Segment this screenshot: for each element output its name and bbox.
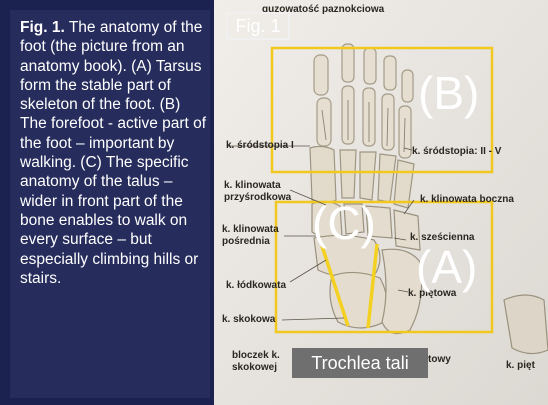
label-srodstopia-2-5: k. śródstopia: II - V	[412, 146, 501, 157]
figure-caption: Fig. 1. The anatomy of the foot (the pic…	[20, 18, 208, 288]
label-klinowata-przysrodkowa-1: k. klinowata	[224, 180, 281, 191]
label-skokowa: k. skokowa	[222, 314, 275, 325]
label-srodstopia-1: k. śródstopia I	[226, 140, 294, 151]
label-bloczek-1: bloczek k.	[232, 350, 280, 361]
label-bloczek-2: skokowej	[232, 362, 277, 373]
region-label-b: (B)	[418, 70, 479, 116]
label-pietowa-right: k. pięt	[506, 360, 535, 371]
region-label-c: (C)	[312, 200, 376, 246]
label-towy: towy	[428, 354, 451, 365]
caption-lead: Fig. 1.	[20, 19, 65, 36]
label-lodkowata: k. łódkowata	[226, 280, 286, 291]
figure-tag: Fig. 1	[226, 12, 290, 40]
label-klinowata-posrednia-1: k. klinowata	[222, 224, 279, 235]
region-label-a: (A)	[416, 244, 477, 290]
caption-text: The anatomy of the foot (the picture fro…	[20, 19, 206, 287]
foot-anatomy-photo: guzowatość paznokciowa k. śródstopia I k…	[214, 0, 548, 405]
label-klinowata-posrednia-2: pośrednia	[222, 236, 270, 247]
label-klinowata-boczna: k. klinowata boczna	[420, 194, 514, 205]
label-klinowata-przysrodkowa-2: przyśrodkowa	[224, 192, 291, 203]
trochlea-tali-label: Trochlea tali	[292, 348, 428, 378]
